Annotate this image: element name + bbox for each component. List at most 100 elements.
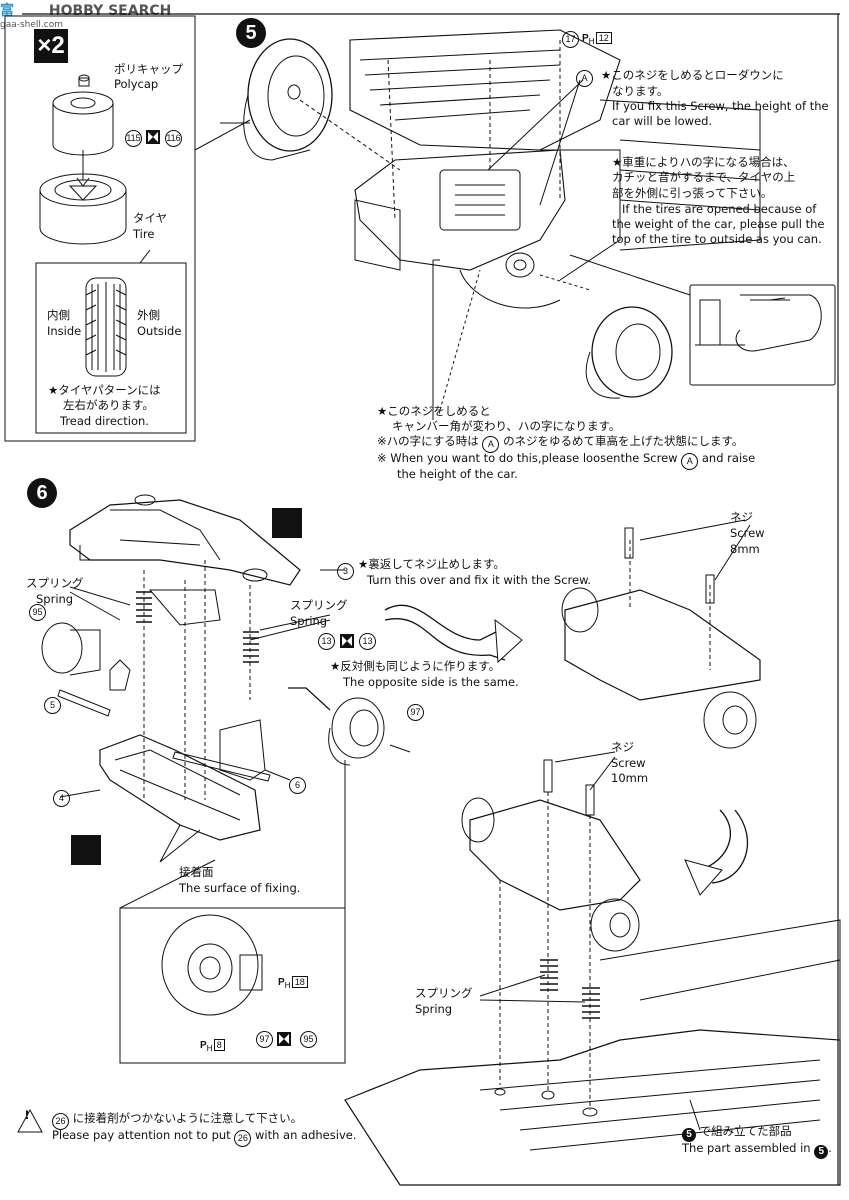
part-26-inline: 26	[52, 1113, 69, 1130]
opposite-en: The opposite side is the same.	[343, 675, 519, 689]
part-13-a: 13	[318, 633, 335, 650]
assembled-jp: 5 で組み立てた部品	[682, 1124, 792, 1142]
assembled-jp-text: で組み立てた部品	[699, 1124, 792, 1138]
parts-tree-icon	[272, 508, 302, 538]
step-5-ref: 5	[682, 1128, 696, 1142]
lowdown-jp-2: なります。	[612, 84, 669, 98]
spring-left-en: Spring	[36, 592, 74, 606]
weight-en-3: top of the tire to outside as you can.	[612, 232, 822, 246]
glue-icon-97	[277, 1032, 291, 1046]
part-5: 5	[44, 697, 61, 714]
camber-jp-1: ★このネジをしめると	[377, 404, 491, 418]
ph8-p: P	[200, 1040, 207, 1051]
lowdown-en-2: car will be lowed.	[612, 114, 713, 128]
part-6: 6	[289, 777, 306, 794]
assembled-en: The part assembled in 5.	[682, 1141, 832, 1159]
part-116: 116	[165, 130, 182, 147]
page-ref-8-value: 8	[213, 1039, 225, 1051]
part-95: 95	[29, 604, 46, 621]
ph-p: P	[582, 33, 589, 44]
quantity-multiplier: ×2	[34, 29, 68, 63]
tire-label-jp: タイヤ	[133, 211, 168, 225]
screw-8-jp: ネジ	[730, 510, 753, 524]
lowdown-jp-1: ★このネジをしめるとローダウンに	[601, 68, 784, 82]
inside-label-en: Inside	[47, 324, 82, 338]
glue-icon-13	[340, 634, 354, 648]
weight-jp-2: カチッと音がするまで、タイヤの上	[612, 170, 796, 184]
turn-over-en: Turn this over and fix it with the Screw…	[367, 573, 592, 587]
caution-en-b: with an adhesive.	[255, 1128, 357, 1142]
caution-jp: 26 に接着剤がつかないように注意して下さい。	[52, 1111, 303, 1130]
screw-10-jp: ネジ	[611, 740, 634, 754]
tire-detail-box	[4, 15, 196, 442]
wheel-detail-box	[119, 907, 346, 1064]
part-115: 115	[125, 130, 142, 147]
assembled-period: .	[828, 1141, 832, 1155]
camber-en-1a: ※ When you want to do this,please loosen…	[377, 451, 678, 465]
ph18-h: H	[284, 980, 291, 990]
camber-en-2: the height of the car.	[397, 467, 518, 481]
tread-note-en: Tread direction.	[60, 414, 149, 428]
screw-8-en: Screw	[730, 526, 765, 540]
opposite-jp: ★反対側も同じように作ります。	[330, 659, 501, 673]
part-13-b: 13	[359, 633, 376, 650]
caution-jp-text: に接着剤がつかないように注意して下さい。	[72, 1111, 303, 1125]
camber-jp-3b: のネジをゆるめて車高を上げた状態にします。	[503, 434, 744, 448]
screw-a-inline-en: A	[681, 453, 699, 470]
camber-jp-3: ※ハの字にする時は A のネジをゆるめて車高を上げた状態にします。	[377, 434, 744, 453]
outside-label-jp: 外側	[137, 308, 160, 322]
tire-label-en: Tire	[133, 227, 155, 241]
caution-en-a: Please pay attention not to put	[52, 1128, 231, 1142]
fixing-surface-en: The surface of fixing.	[179, 881, 301, 895]
fixing-surface-jp: 接着面	[179, 865, 214, 879]
caution-icon: !	[24, 1108, 30, 1122]
weight-jp-3: 部を外側に引っ張って下さい。	[612, 186, 773, 200]
camber-en-1b: and raise	[701, 451, 756, 465]
ph-h: H	[588, 36, 595, 46]
parts-tree-icon-2	[71, 835, 101, 865]
screw-10-size: 10mm	[611, 771, 649, 785]
lowdown-en-1: If you fix this Screw, the height of the	[612, 99, 829, 113]
polycap-label-en: Polycap	[114, 77, 159, 91]
screw-a-marker: A	[576, 70, 593, 87]
part-97: 97	[407, 704, 424, 721]
outside-label-en: Outside	[137, 324, 182, 338]
watermark: 富 HOBBY SEARCH gaa-shell.com	[0, 0, 171, 30]
tread-note-jp-2: 左右があります。	[63, 398, 154, 412]
part-95-detail: 95	[300, 1031, 317, 1048]
spring-lower-jp: スプリング	[415, 986, 473, 1000]
camber-en-1: ※ When you want to do this,please loosen…	[377, 451, 756, 470]
weight-jp-1: ★車重によりハの字になる場合は、	[612, 155, 795, 169]
camber-jp-3a: ※ハの字にする時は	[377, 434, 479, 448]
spring-left-jp: スプリング	[26, 576, 84, 590]
assembled-en-text: The part assembled in	[682, 1141, 811, 1155]
inside-label-jp: 内側	[47, 308, 70, 322]
ph8-h: H	[206, 1043, 213, 1053]
spring-right-en: Spring	[290, 614, 328, 628]
step-5-badge: 5	[236, 18, 266, 48]
spring-lower-en: Spring	[415, 1002, 453, 1016]
part-4: 4	[53, 790, 70, 807]
page-ref-18-value: 18	[291, 976, 308, 988]
part-26-inline-en: 26	[234, 1130, 252, 1147]
caution-en: Please pay attention not to put 26 with …	[52, 1128, 357, 1147]
part-17: 17	[562, 31, 579, 48]
camber-jp-2: キャンバー角が変わり、ハの字になります。	[392, 419, 621, 433]
ph18-p: P	[278, 977, 285, 988]
watermark-brand: HOBBY SEARCH	[48, 3, 172, 19]
screw-10-en: Screw	[611, 756, 646, 770]
spring-right-jp: スプリング	[290, 598, 348, 612]
tread-note-jp-1: ★タイヤパターンには	[48, 383, 161, 397]
weight-en-2: the weight of the car, please pull the	[612, 217, 825, 231]
glue-icon	[146, 130, 160, 144]
screw-a-inline: A	[482, 436, 500, 453]
watermark-logo: 富	[0, 3, 14, 19]
polycap-label-jp: ポリキャップ	[114, 62, 183, 76]
watermark-site: gaa-shell.com	[0, 20, 64, 30]
part-3: 3	[337, 563, 354, 580]
screw-8-size: 8mm	[730, 542, 760, 556]
part-97-detail: 97	[256, 1031, 273, 1048]
